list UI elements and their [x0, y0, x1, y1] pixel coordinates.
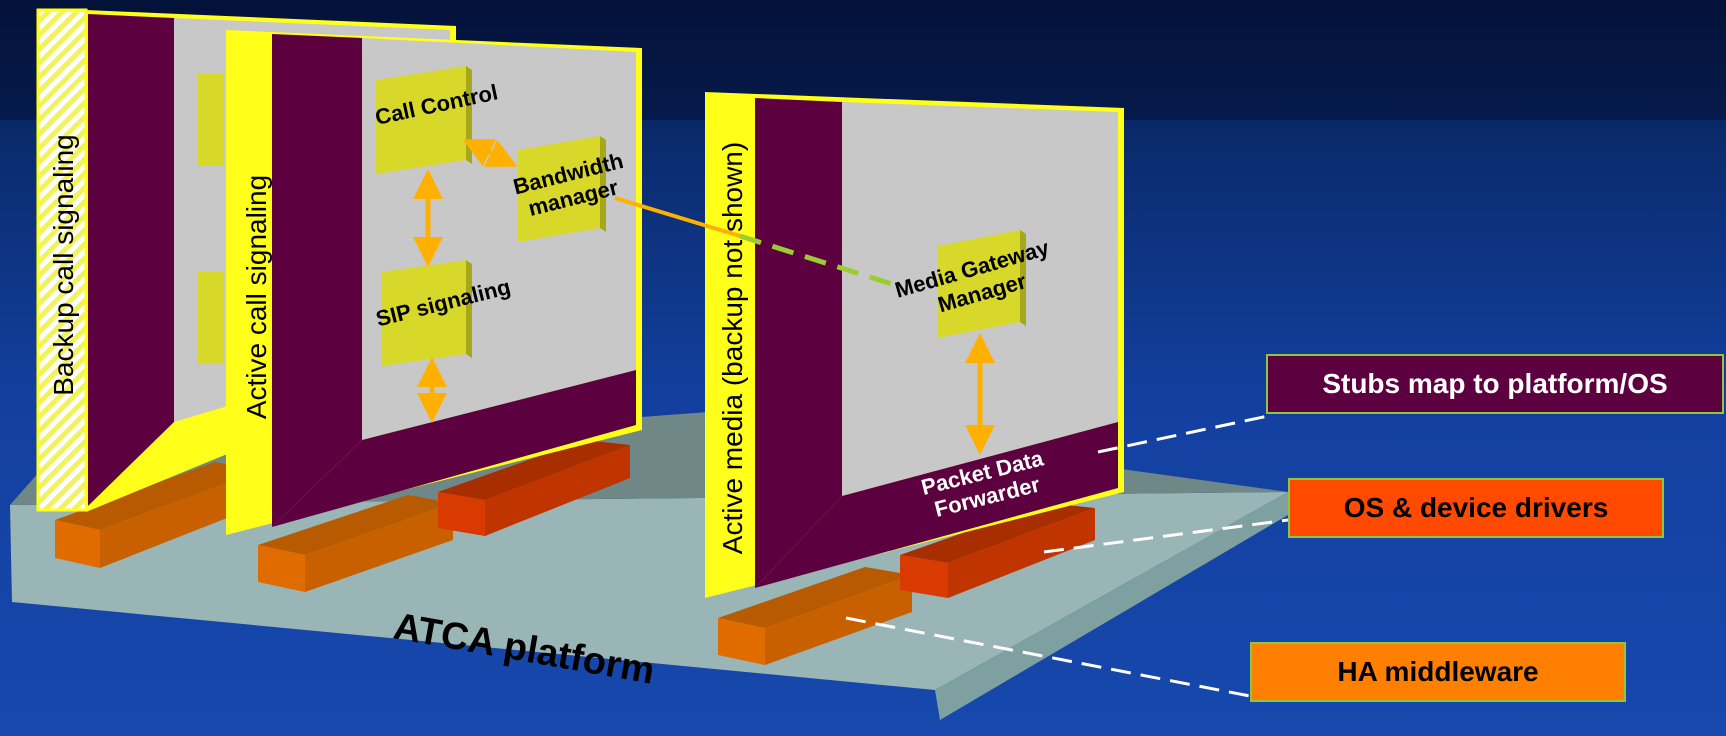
board-media: Active media (backup not shown) Media Ga… [705, 92, 1124, 598]
rails [55, 440, 1095, 665]
backup-board-label: Backup call signaling [48, 134, 79, 396]
callout-ha-text: HA middleware [1337, 656, 1539, 687]
backup-board-edge [36, 8, 88, 512]
media-board-label: Active media (backup not shown) [717, 142, 748, 554]
callout-os: OS & device drivers [1288, 478, 1664, 538]
callout-stubs-text: Stubs map to platform/OS [1322, 368, 1668, 399]
rail-active-right [438, 440, 630, 536]
rail-media-left [718, 567, 912, 665]
callout-stubs: Stubs map to platform/OS [1266, 354, 1724, 414]
callout-leaders [845, 414, 1289, 698]
active-board-label: Active call signaling [241, 175, 272, 419]
link-bandwidth-boardedge [614, 196, 741, 238]
bandwidth-manager-block: Bandwidth manager [511, 136, 626, 242]
callout-ha: HA middleware [1250, 642, 1626, 702]
link-bandwidth-mgm [739, 233, 893, 287]
rail-backup [55, 462, 260, 568]
board-active: Active call signaling Call Control Bandw… [226, 30, 642, 535]
rail-media-right [900, 503, 1095, 598]
callout-os-text: OS & device drivers [1343, 492, 1609, 523]
arrow-callcontrol-bandwidth [462, 139, 518, 167]
rail-active-left [258, 495, 453, 592]
